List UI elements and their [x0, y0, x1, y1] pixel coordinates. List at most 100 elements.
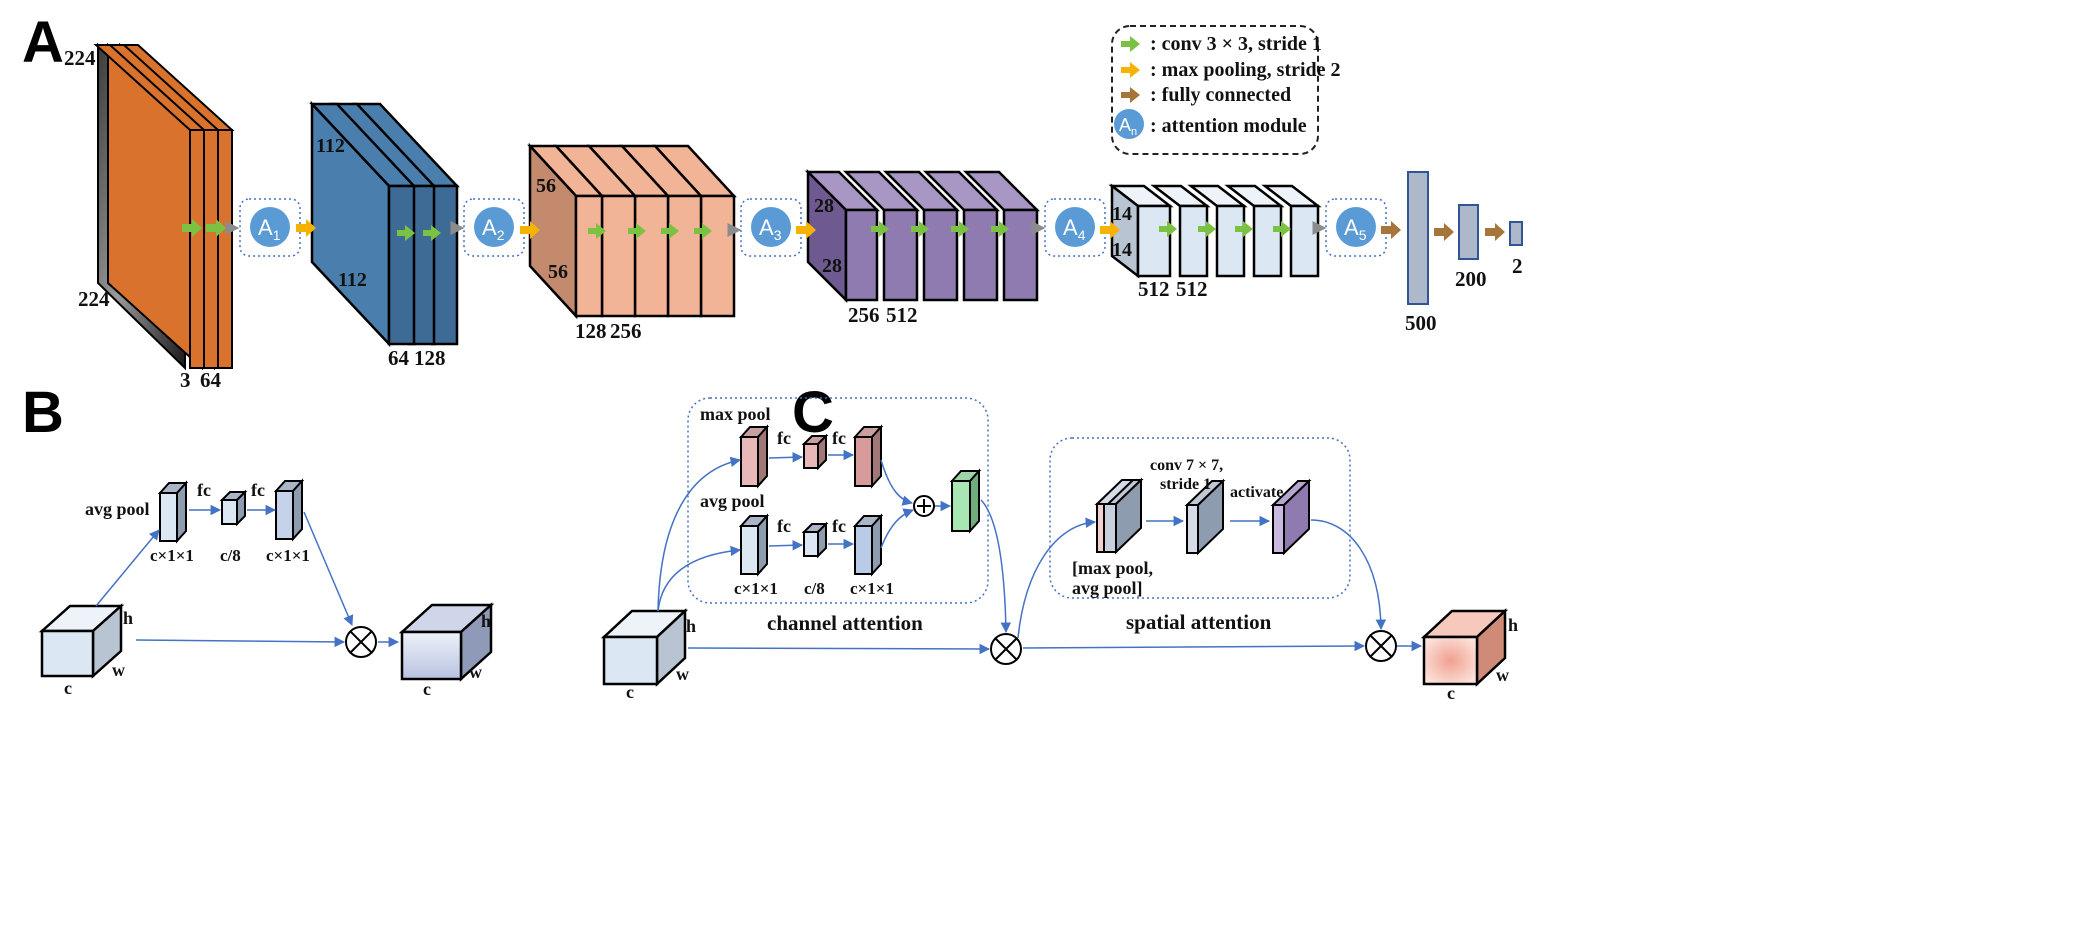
stage3-width-label: 56: [548, 261, 568, 283]
svg-text:A1: A1: [258, 215, 281, 243]
stage5-width-label: 14: [1112, 239, 1132, 261]
c-activate-label: activate: [1230, 484, 1283, 501]
stage5-height-label: 14: [1112, 203, 1132, 225]
c-maxpool-weight: [854, 436, 873, 487]
fc-layer-500: [1407, 171, 1429, 305]
c-fc-label-b: fc: [832, 428, 846, 448]
attention-module-1: A1: [239, 198, 301, 257]
attention-letter-5: A: [1344, 215, 1359, 240]
stage4-channel-label-2: 512: [886, 303, 918, 327]
panel-label-b: B: [22, 380, 64, 445]
panel-c-diagram: c h w max pool fc fc avg pool fc fc c×1×…: [600, 397, 1518, 703]
panel-label-a: A: [22, 10, 64, 75]
c-maxpool-reduced: [803, 443, 819, 469]
pool-arrows: [296, 219, 1120, 239]
c-maxpool-label: max pool: [700, 404, 771, 424]
b-avgpool-label: avg pool: [85, 499, 150, 519]
attention-sub-1: 1: [273, 227, 281, 243]
c-output-h: h: [1508, 615, 1518, 635]
attention-sub-5: 5: [1359, 227, 1367, 243]
legend-attention-label: : attention module: [1150, 115, 1307, 137]
attention-letter-2: A: [482, 215, 497, 240]
b-reduced-vector: [221, 499, 238, 525]
panel-b-diagram: c h w avg pool c×1×1 c/8 c×1×1 fc fc: [38, 478, 495, 699]
c-output-cube: [1422, 635, 1479, 686]
gray-arrows: [225, 221, 1327, 237]
stage5-channel-label-2: 512: [1176, 277, 1208, 301]
input-width-label: 224: [78, 287, 110, 311]
attention-letter-4: A: [1063, 215, 1078, 240]
stage2-width-label: 112: [338, 269, 367, 291]
b-dim3: c×1×1: [266, 546, 310, 565]
c-avgpool-vector: [740, 525, 759, 575]
stage2-channel-label-1: 64: [388, 346, 410, 370]
attention-module-4: A4: [1044, 198, 1106, 257]
c-spatial-attention-label: spatial attention: [1126, 610, 1272, 634]
c-fc-label-c: fc: [777, 516, 791, 536]
b-output-cube: [400, 630, 463, 681]
fc-arrows: [1381, 221, 1505, 241]
svg-text:A3: A3: [759, 215, 782, 243]
b-output-c: c: [423, 679, 431, 699]
stage4-width-label: 28: [822, 255, 842, 277]
stage4-channel-label-1: 256: [848, 303, 880, 327]
input-height-label: 224: [64, 46, 96, 70]
attention-module-3: A3: [740, 198, 802, 257]
legend-conv-label: : conv 3 × 3, stride 1: [1150, 33, 1322, 55]
conv-arrows: [182, 219, 1291, 241]
b-dim1: c×1×1: [150, 546, 194, 565]
stage4-height-label: 28: [814, 195, 834, 217]
svg-text:A2: A2: [482, 215, 505, 243]
c-conv-label-1: conv 7 × 7,: [1150, 457, 1223, 474]
stage5-channel-label-1: 512: [1138, 277, 1170, 301]
b-dim2: c/8: [220, 546, 241, 565]
svg-text:An: An: [1119, 115, 1137, 138]
attention-letter-3: A: [759, 215, 774, 240]
fc-layer-2: [1509, 221, 1523, 246]
fc-layer-200: [1458, 204, 1479, 260]
stage2-channel-label-2: 128: [414, 346, 446, 370]
c-avgpool-label: avg pool: [700, 491, 765, 511]
channel-attention-box: [687, 397, 989, 604]
c-avgpool-reduced: [803, 531, 819, 557]
stage5-feature-maps: [1108, 183, 1322, 279]
svg-text:A4: A4: [1063, 215, 1086, 243]
input-channel-label-2: 64: [200, 368, 222, 392]
c-fc-label-d: fc: [832, 516, 846, 536]
b-avgpool-vector: [159, 492, 178, 542]
c-dim2: c/8: [804, 579, 825, 598]
input-channel-label-1: 3: [180, 368, 191, 392]
b-output-h: h: [481, 611, 491, 631]
b-input-w: w: [112, 660, 125, 680]
fc-label-2: 2: [1512, 254, 1523, 278]
b-weight-vector: [275, 490, 294, 540]
c-input-c: c: [626, 682, 634, 702]
c-input-cube: [602, 635, 659, 686]
c-input-h: h: [686, 616, 696, 636]
c-conv-map: [1186, 504, 1199, 554]
c-channel-weights: [951, 480, 971, 532]
c-avgpool-weight: [854, 525, 873, 575]
legend-pool-label: : max pooling, stride 2: [1150, 59, 1341, 81]
attention-letter-1: A: [258, 215, 273, 240]
legend-attn-letter: A: [1119, 115, 1131, 135]
attention-module-5: A5: [1325, 198, 1387, 257]
c-conv-label-2: stride 1: [1160, 476, 1211, 493]
c-dim1: c×1×1: [734, 579, 778, 598]
c-concat-label-1: [max pool,: [1072, 558, 1153, 578]
b-input-cube: [40, 629, 95, 678]
attention-modules: A1 A2 A3 A4 A5: [239, 198, 1387, 257]
legend-attn-sub: n: [1131, 126, 1137, 138]
stage1-feature-maps: [93, 42, 235, 371]
fc-label-200: 200: [1455, 267, 1487, 291]
legend-pool-arrow: [1121, 62, 1140, 78]
fc-label-500: 500: [1405, 311, 1437, 335]
b-fc1-label: fc: [197, 480, 211, 500]
legend-fc-arrow: [1121, 87, 1140, 103]
stage3-channel-label-1: 128: [575, 319, 607, 343]
attention-sub-3: 3: [774, 227, 782, 243]
attention-sub-2: 2: [497, 227, 505, 243]
attention-module-2: A2: [463, 198, 525, 257]
stage3-channel-label-2: 256: [610, 319, 642, 343]
